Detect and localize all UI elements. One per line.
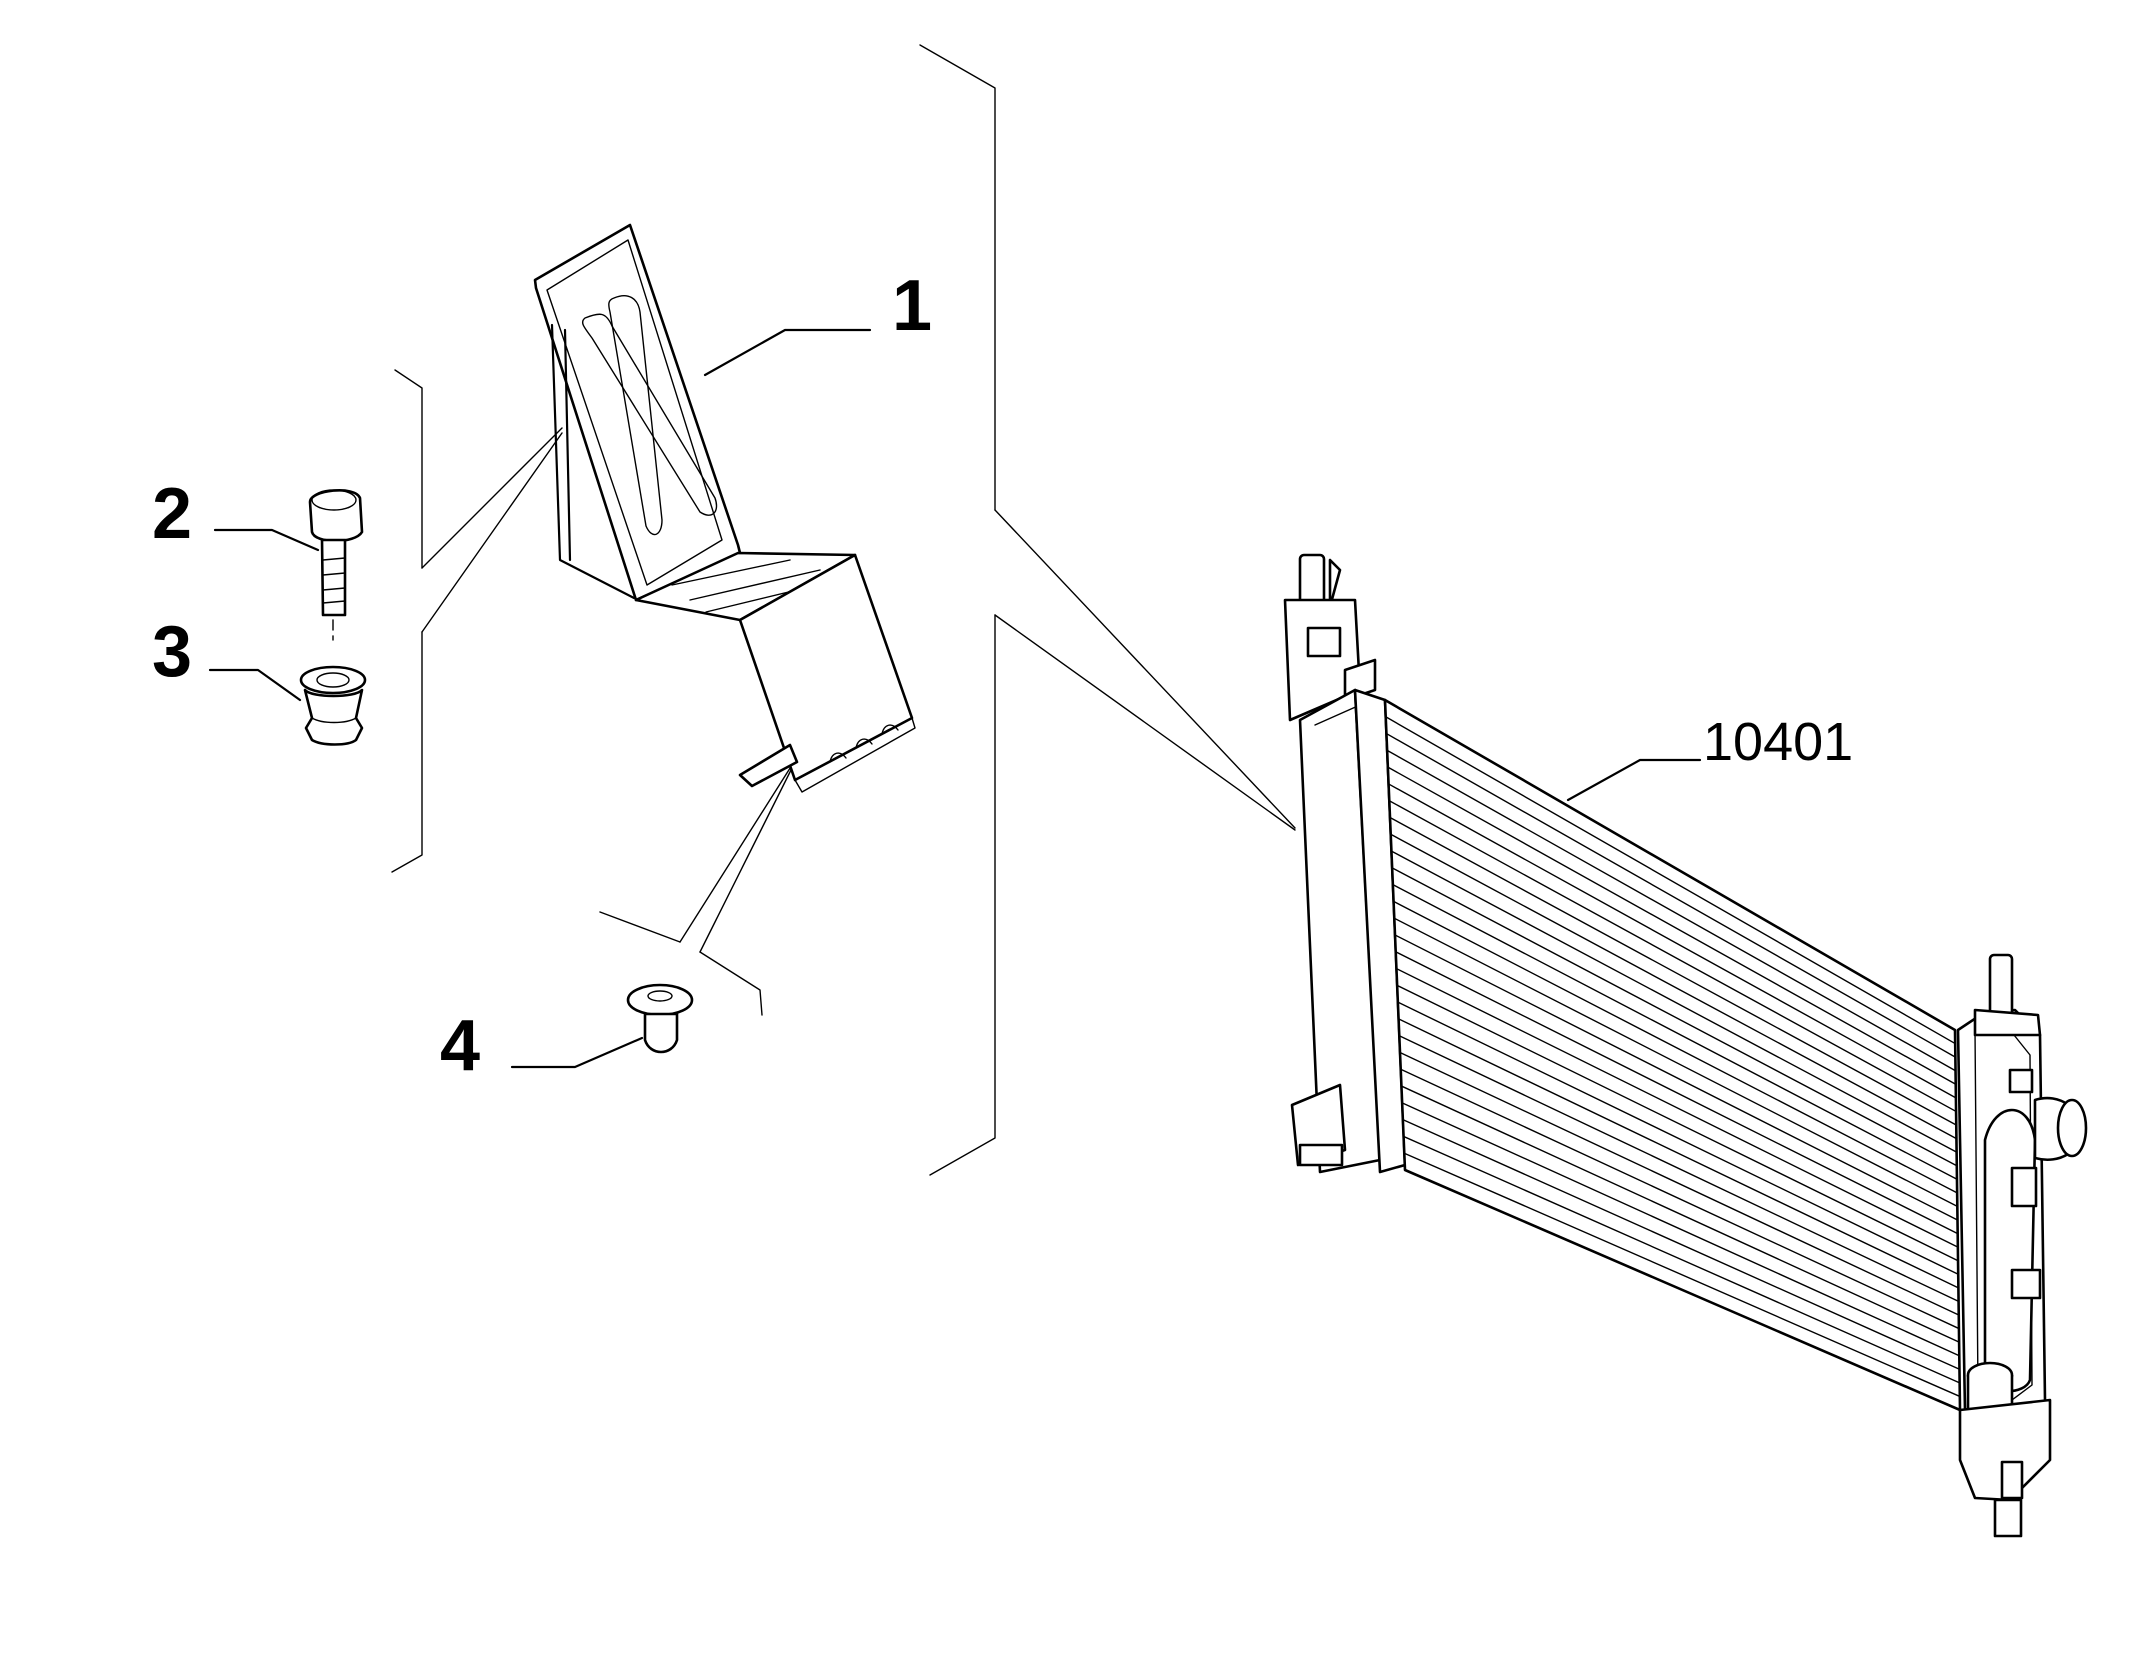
callout-10401: 10401 xyxy=(1703,712,1853,772)
fin-line xyxy=(1385,716,1956,1045)
callout-leaders xyxy=(208,328,1702,1069)
radiator-core-fins xyxy=(1385,716,1961,1398)
fin-line xyxy=(1394,934,1959,1221)
fin-line xyxy=(1397,1001,1959,1275)
callout-2: 2 xyxy=(152,474,192,554)
fin-line xyxy=(1389,816,1957,1126)
fin-line xyxy=(1390,850,1958,1153)
bolt xyxy=(308,489,364,641)
group-bracket-large xyxy=(919,44,1296,1176)
callout-labels: 1 2 3 4 10401 xyxy=(152,266,1853,1086)
fin-line xyxy=(1399,1051,1960,1316)
fin-line xyxy=(1387,766,1957,1085)
fin-line xyxy=(1391,867,1958,1167)
push-clip xyxy=(626,983,694,1054)
fin-line xyxy=(1395,967,1959,1248)
fin-line xyxy=(1395,951,1959,1235)
fin-line xyxy=(1397,1018,1960,1289)
fin-line xyxy=(1400,1085,1960,1343)
fin-line xyxy=(1388,800,1957,1113)
heat-shield-bracket xyxy=(533,223,916,793)
fin-line xyxy=(1390,833,1958,1140)
fin-line xyxy=(1385,732,1957,1058)
fin-line xyxy=(1402,1135,1961,1384)
callout-1: 1 xyxy=(892,266,932,346)
group-bracket-small xyxy=(391,369,793,1016)
fin-line xyxy=(1398,1035,1960,1303)
fin-line xyxy=(1402,1118,1961,1370)
fin-line xyxy=(1403,1152,1961,1398)
fin-line xyxy=(1386,749,1957,1072)
callout-4: 4 xyxy=(440,1006,480,1086)
radiator xyxy=(1283,553,2088,1538)
fin-line xyxy=(1400,1068,1960,1330)
fin-line xyxy=(1392,883,1958,1180)
fin-line xyxy=(1387,783,1957,1099)
fin-line xyxy=(1392,900,1958,1194)
callout-3: 3 xyxy=(152,612,192,692)
fin-line xyxy=(1396,984,1959,1262)
fin-line xyxy=(1393,917,1959,1208)
fin-line xyxy=(1401,1102,1960,1357)
nut-grommet xyxy=(299,665,367,746)
